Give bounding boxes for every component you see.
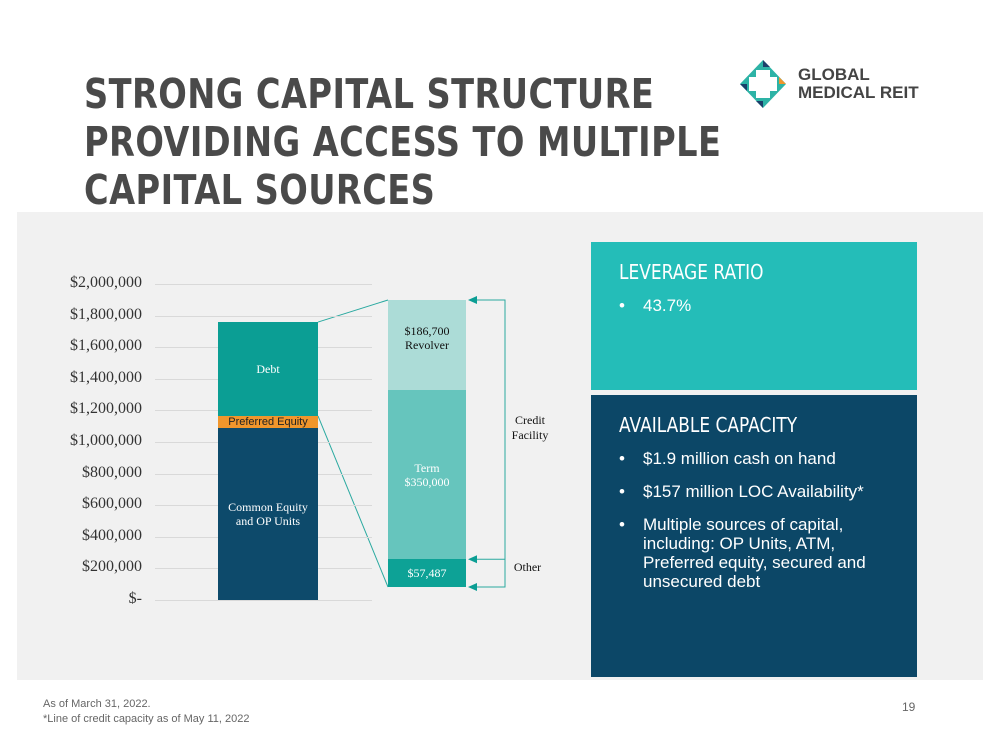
y-tick-label: $600,000 — [82, 495, 142, 513]
y-tick-label: $400,000 — [82, 526, 142, 544]
logo-line1: GLOBAL — [798, 65, 870, 84]
y-tick-label: $800,000 — [82, 463, 142, 481]
gridline — [155, 315, 372, 317]
y-tick-label: $1,400,000 — [70, 368, 142, 386]
debt-segment-other: $57,487 — [388, 559, 466, 587]
footnote: *Line of credit capacity as of May 11, 2… — [43, 713, 250, 725]
y-tick-label: $1,800,000 — [70, 305, 142, 323]
title-line: PROVIDING ACCESS TO MULTIPLE — [84, 118, 722, 166]
leverage-value: 43.7% — [619, 296, 889, 315]
gridline — [155, 600, 372, 601]
connector-lines — [317, 296, 506, 591]
capacity-heading: AVAILABLE CAPACITY — [619, 413, 798, 437]
capacity-item: $157 million LOC Availability* — [619, 482, 889, 501]
y-tick-label: $1,600,000 — [70, 337, 142, 355]
cross-logo-icon — [740, 60, 786, 108]
footnote: As of March 31, 2022. — [43, 698, 151, 710]
y-tick-label: $1,000,000 — [70, 432, 142, 449]
bar-segment-debt: Debt — [218, 322, 318, 416]
logo: GLOBAL MEDICAL REIT — [738, 58, 919, 110]
logo-line2: MEDICAL REIT — [798, 83, 919, 102]
content-panel: Credit Facility Other $- $200,000 $400,000… — [17, 212, 983, 680]
gridline — [155, 284, 372, 285]
available-capacity-box: AVAILABLE CAPACITY $1.9 million cash on … — [591, 395, 917, 677]
page-number: 19 — [902, 700, 916, 714]
arrow-icon — [468, 555, 477, 564]
footnotes: As of March 31, 2022. *Line of credit ca… — [43, 697, 249, 727]
y-tick-label: $- — [128, 590, 142, 607]
connector-line — [317, 299, 389, 323]
y-tick-label: $200,000 — [82, 558, 142, 576]
other-label: Other — [513, 560, 542, 574]
debt-segment-term: Term $350,000 — [388, 390, 466, 560]
arrow-icon — [468, 296, 477, 304]
connector-line — [317, 415, 389, 588]
credit-facility-label: Credit Facility — [511, 413, 549, 442]
y-tick-label: $2,000,000 — [70, 274, 142, 291]
bar-segment-preferred-equity: Preferred Equity — [218, 415, 318, 428]
title-line: STRONG CAPITAL STRUCTURE — [84, 70, 655, 118]
bar-segment-common-equity-and-op-units: Common Equity and OP Units — [218, 427, 318, 600]
leverage-heading: LEVERAGE RATIO — [619, 260, 764, 284]
title-line: CAPITAL SOURCES — [84, 166, 436, 214]
page-title: STRONG CAPITAL STRUCTURE PROVIDING ACCES… — [84, 70, 740, 214]
y-tick-label: $1,200,000 — [70, 400, 142, 418]
bracket-line — [472, 299, 506, 588]
capacity-item: $1.9 million cash on hand — [619, 449, 889, 468]
debt-segment-revolver: $186,700 Revolver — [388, 300, 466, 391]
capital-structure-chart: Credit Facility Other $- $200,000 $400,000… — [17, 212, 607, 680]
leverage-ratio-box: LEVERAGE RATIO 43.7% — [591, 242, 917, 390]
arrow-icon — [468, 583, 477, 591]
capacity-item: Multiple sources of capital, including: … — [619, 515, 889, 591]
